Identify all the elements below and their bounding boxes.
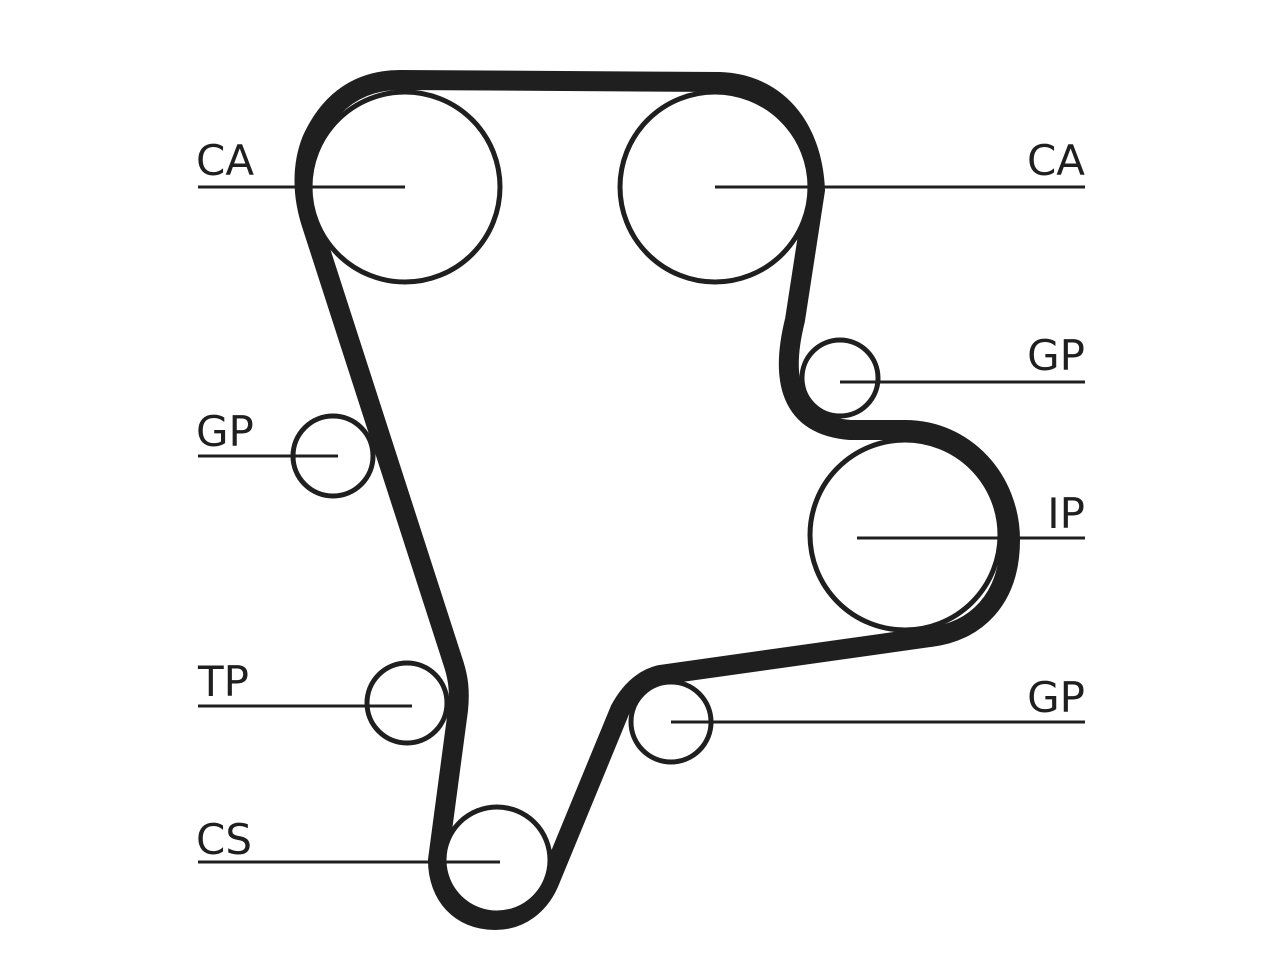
label-gp-right-lower: GP bbox=[1027, 673, 1085, 722]
intermediate-pulley bbox=[807, 437, 1003, 633]
label-gp-right-upper: GP bbox=[1027, 331, 1085, 380]
label-ca-right: CA bbox=[1027, 136, 1085, 185]
label-gp-left: GP bbox=[196, 407, 254, 456]
idler-guide-pulley-upper-right bbox=[799, 337, 881, 419]
label-tp: TP bbox=[197, 657, 249, 706]
label-ca-left: CA bbox=[196, 136, 254, 185]
label-cs: CS bbox=[196, 815, 252, 864]
timing-belt bbox=[294, 70, 1020, 930]
label-ip: IP bbox=[1047, 489, 1085, 538]
tensioner-pulley bbox=[364, 660, 450, 746]
crankshaft-sprocket bbox=[441, 804, 553, 916]
